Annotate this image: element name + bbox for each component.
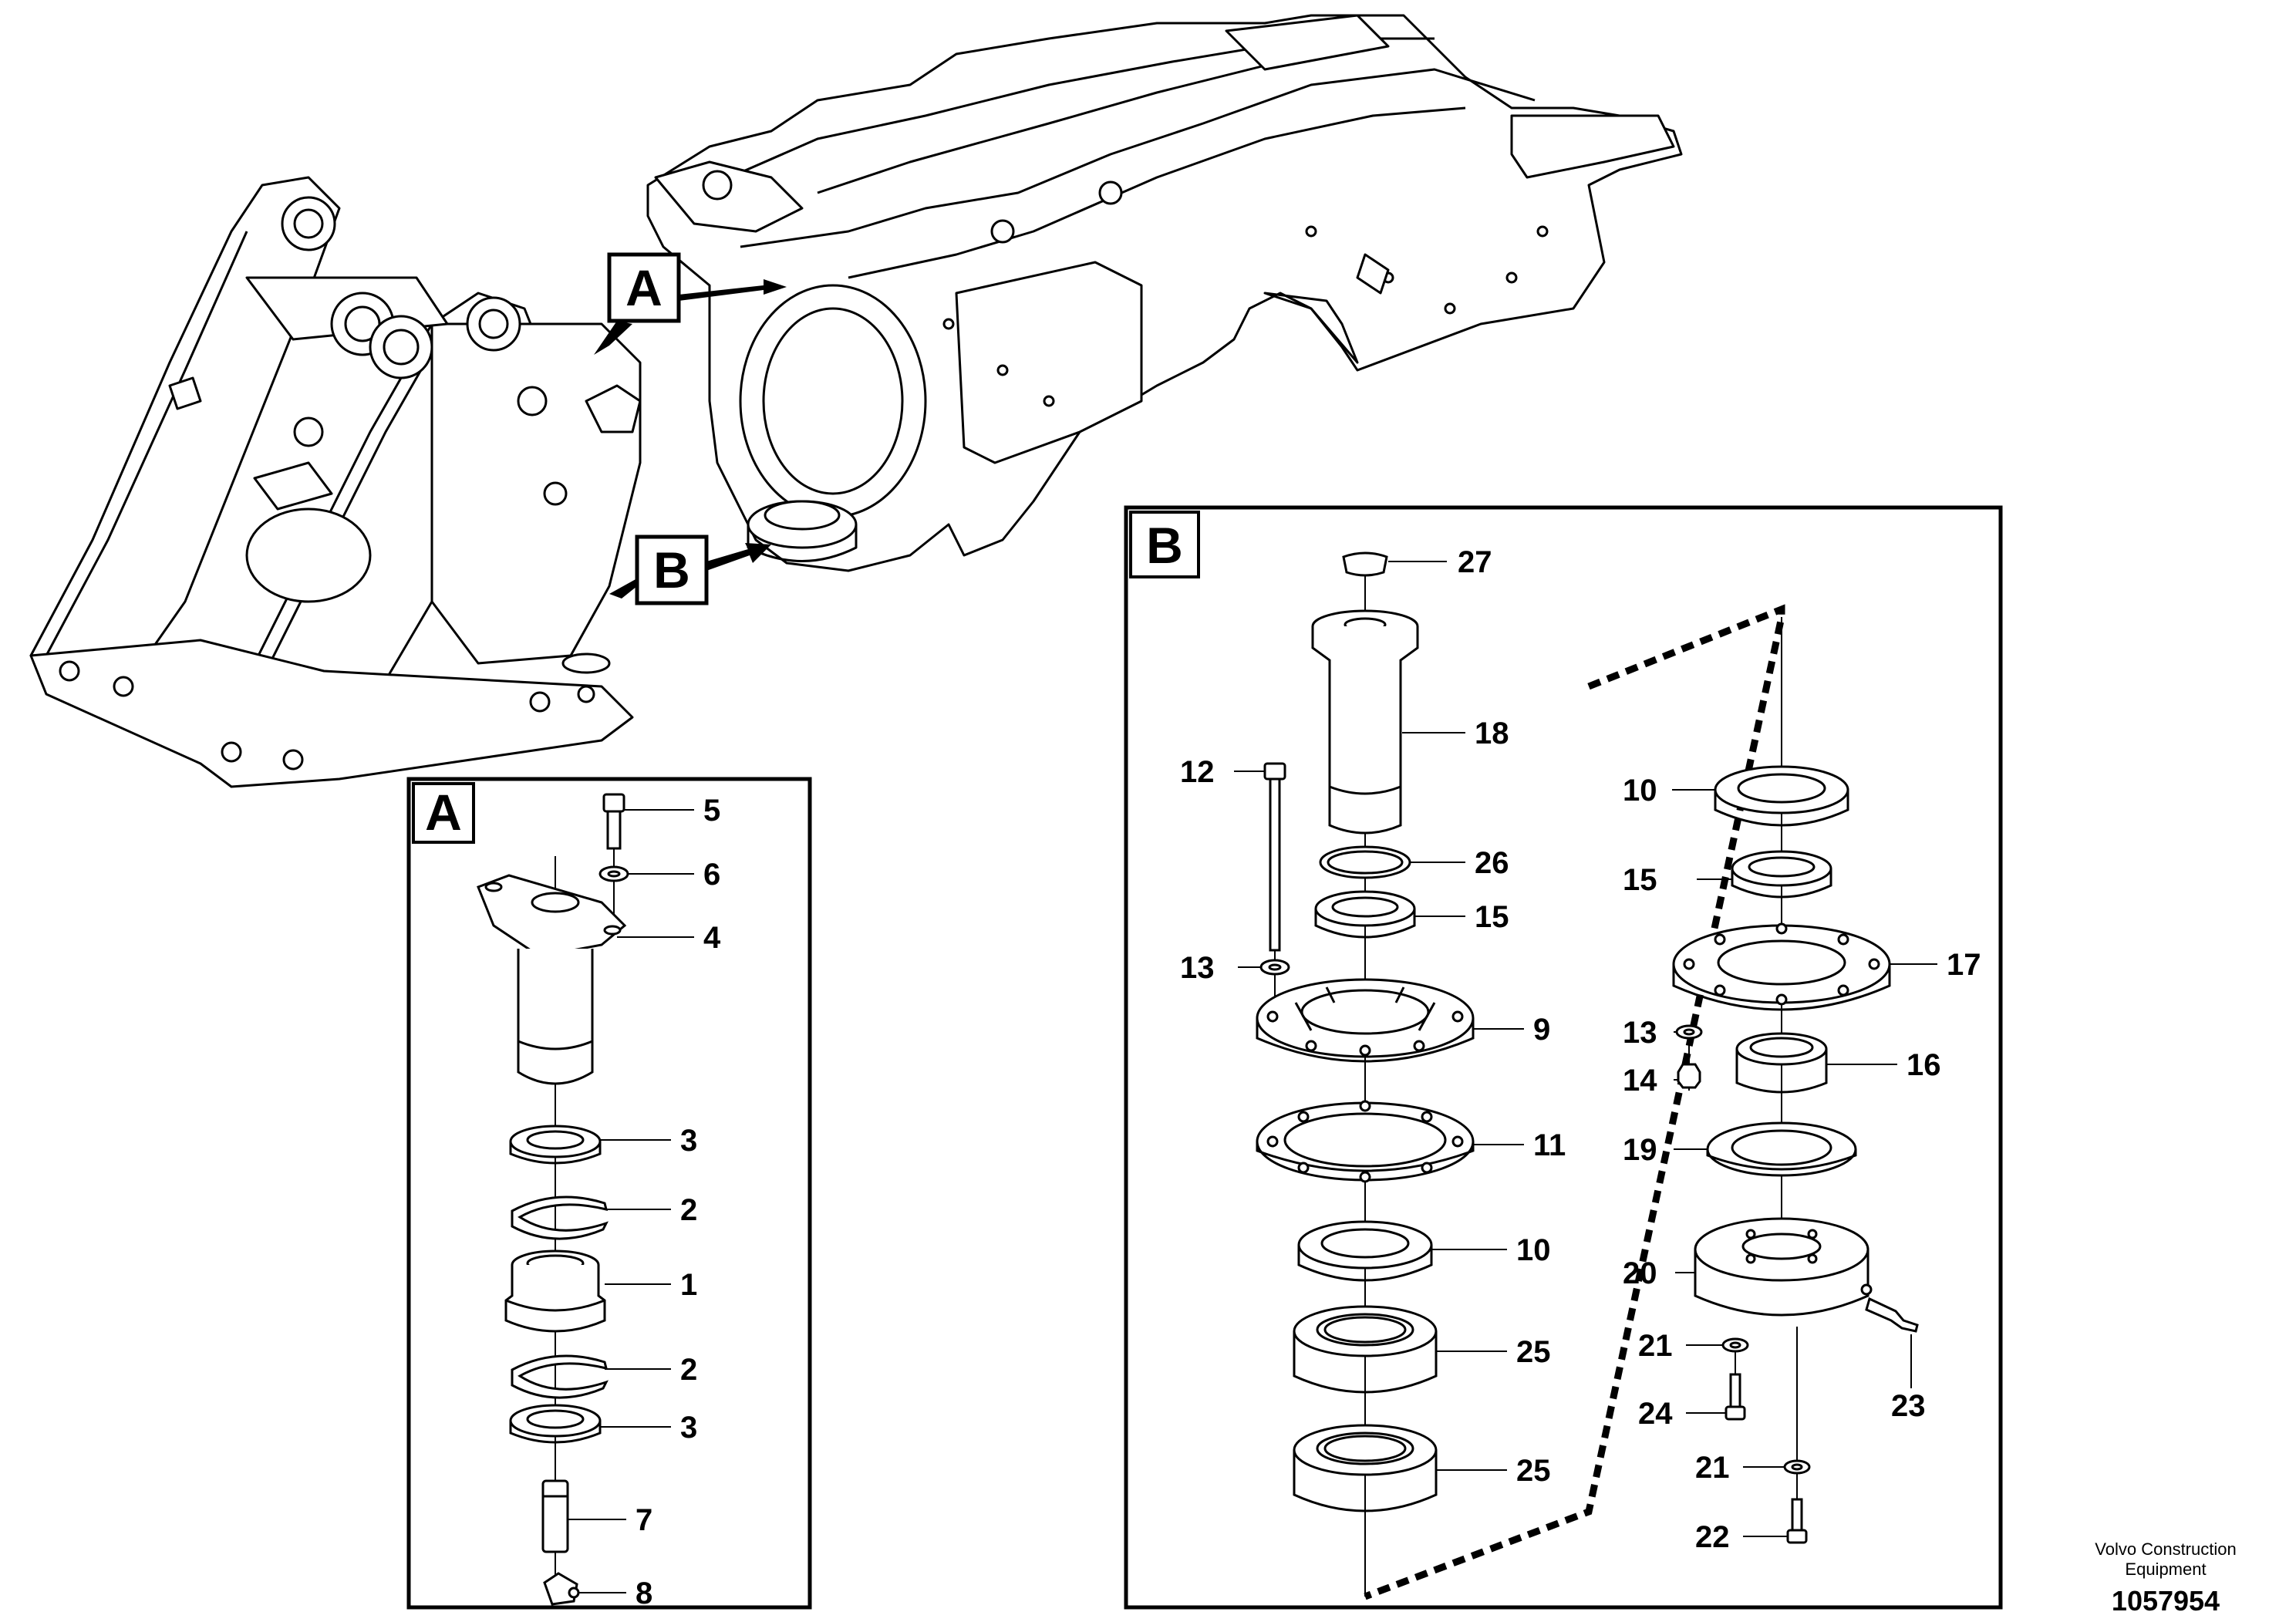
- callout-b-25b: 25: [1516, 1454, 1551, 1488]
- callout-a-7: 7: [636, 1503, 652, 1537]
- callout-b-13r: 13: [1623, 1016, 1657, 1050]
- section-a-label: A: [425, 784, 462, 841]
- section-a-panel: A: [406, 777, 812, 1610]
- callout-b-16: 16: [1907, 1048, 1941, 1082]
- callout-a-4: 4: [703, 921, 721, 955]
- section-b-right-parts: [1672, 617, 1919, 1544]
- overview-marker-b: B: [609, 534, 771, 605]
- callout-b-14: 14: [1623, 1064, 1657, 1098]
- callout-b-13: 13: [1180, 951, 1215, 985]
- callout-b-25: 25: [1516, 1335, 1551, 1369]
- callout-b-24: 24: [1638, 1397, 1673, 1431]
- callout-b-27: 27: [1458, 545, 1492, 579]
- section-b-label: B: [1146, 517, 1183, 574]
- callout-b-21: 21: [1638, 1329, 1673, 1363]
- callout-b-12: 12: [1180, 755, 1215, 789]
- section-b-leader-lines: [1234, 561, 1937, 1537]
- lift-arm-front-frame-illustration: [29, 176, 642, 788]
- callout-b-18: 18: [1475, 717, 1509, 750]
- callout-a-1: 1: [680, 1268, 697, 1302]
- callout-b-10: 10: [1516, 1233, 1551, 1267]
- callout-a-2b: 2: [680, 1353, 697, 1387]
- loader-frame-illustration: [646, 14, 1683, 572]
- callout-b-9: 9: [1533, 1013, 1550, 1047]
- section-b-panel: B: [1124, 505, 2003, 1610]
- overview-marker-a: A: [594, 252, 787, 355]
- callout-b-15r: 15: [1623, 863, 1657, 897]
- callout-b-23: 23: [1891, 1389, 1926, 1423]
- callout-b-22: 22: [1695, 1520, 1730, 1554]
- footer: Volvo Construction Equipment 1057954: [2095, 1539, 2236, 1617]
- callout-b-11: 11: [1533, 1128, 1566, 1162]
- callout-a-8: 8: [636, 1576, 652, 1610]
- section-a-parts: [477, 793, 629, 1606]
- section-a-callouts: 5 6 4 3 2 1 2 3 7 8: [636, 794, 721, 1610]
- callout-b-15: 15: [1475, 900, 1509, 934]
- drawing-number: 1057954: [2112, 1585, 2220, 1617]
- callout-b-26: 26: [1475, 846, 1509, 880]
- section-b-left-parts: [1256, 551, 1475, 1597]
- callout-a-5: 5: [703, 794, 720, 828]
- section-b-dashed-boundary: [1364, 604, 1785, 1600]
- svg-text:A: A: [625, 259, 663, 316]
- callout-b-17: 17: [1947, 948, 1981, 982]
- section-a-leader-lines: [568, 809, 694, 1593]
- callout-a-3b: 3: [680, 1411, 697, 1445]
- callout-a-3: 3: [680, 1124, 697, 1158]
- svg-text:B: B: [653, 541, 690, 599]
- callout-a-6: 6: [703, 858, 720, 892]
- callout-b-20: 20: [1623, 1256, 1657, 1290]
- callout-b-10r: 10: [1623, 774, 1657, 808]
- callout-a-2: 2: [680, 1193, 697, 1227]
- callout-b-19: 19: [1623, 1133, 1657, 1167]
- section-b-callouts: 27 18 12 26 15 13 9 11 10 25 25 10 15 17…: [1180, 545, 1981, 1554]
- callout-b-21b: 21: [1695, 1451, 1730, 1485]
- footer-brand-line1: Volvo Construction: [2095, 1539, 2236, 1559]
- footer-brand-line2: Equipment: [2125, 1560, 2206, 1579]
